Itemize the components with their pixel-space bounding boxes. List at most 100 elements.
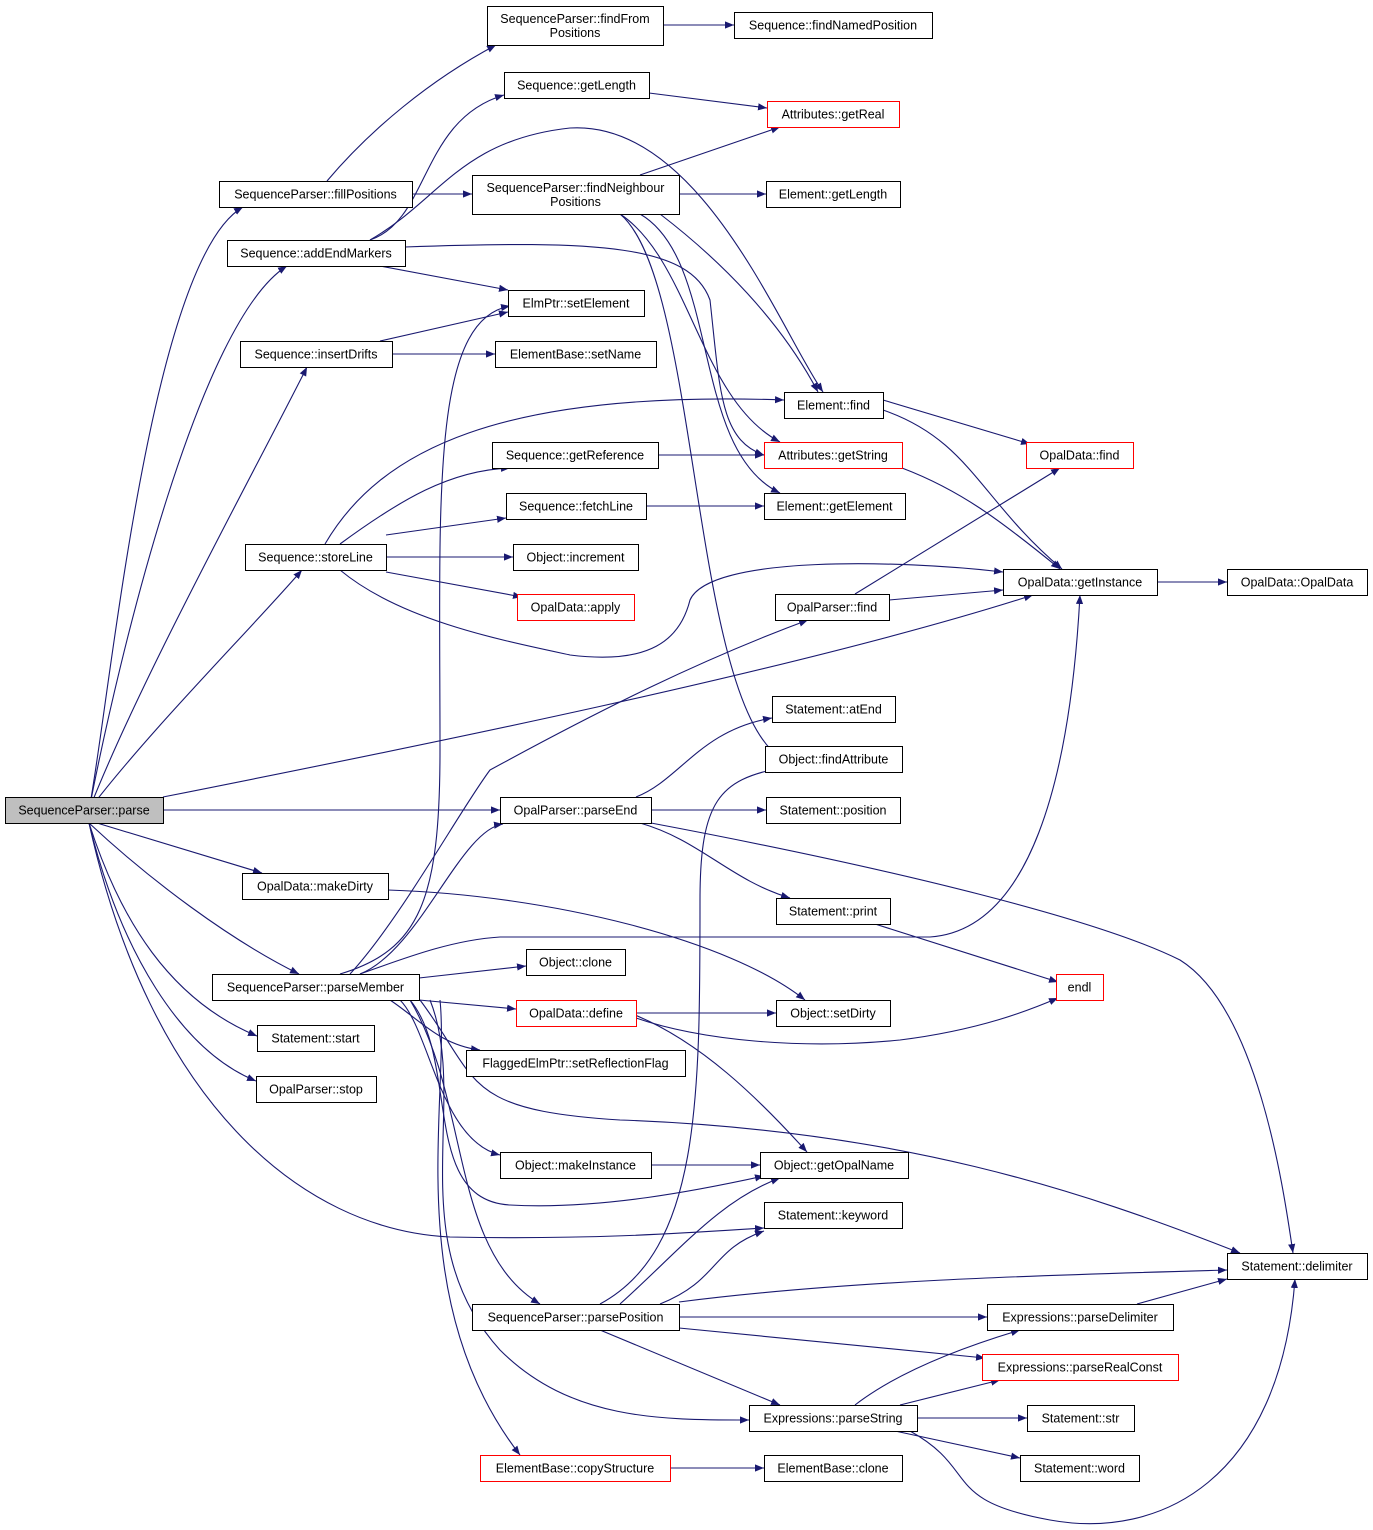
node-setElement[interactable]: ElmPtr::setElement (508, 290, 645, 317)
node-parseMember[interactable]: SequenceParser::parseMember (212, 974, 420, 1001)
node-endl[interactable]: endl (1056, 974, 1104, 1001)
node-label: OpalData::OpalData (1241, 576, 1354, 590)
node-parserFind[interactable]: OpalParser::find (775, 594, 890, 621)
node-root[interactable]: SequenceParser::parse (5, 797, 164, 824)
node-findAttribute[interactable]: Object::findAttribute (765, 746, 903, 773)
node-box (500, 797, 652, 824)
node-delimiter[interactable]: Statement::delimiter (1227, 1253, 1368, 1280)
node-parseString[interactable]: Expressions::parseString (749, 1405, 918, 1432)
node-opalFind[interactable]: OpalData::find (1026, 442, 1134, 469)
edge-storeLine-to-getReference (339, 464, 511, 545)
node-label: ElementBase::setName (510, 348, 641, 362)
node-start[interactable]: Statement::start (257, 1025, 375, 1052)
node-label: Object::setDirty (790, 1007, 876, 1021)
node-label: OpalData::define (529, 1007, 623, 1021)
node-box (504, 72, 650, 99)
node-box (1027, 1405, 1135, 1432)
edge-parseMember-to-copyStructure (437, 999, 521, 1456)
node-box (500, 1152, 652, 1179)
node-elemGetLength[interactable]: Element::getLength (766, 181, 901, 208)
edge-root-to-parseMember (88, 822, 300, 975)
edge-parseString-to-parseDelimiter (854, 1329, 1021, 1406)
node-print[interactable]: Statement::print (776, 898, 891, 925)
edge-fillPositions-to-findFromPositions (326, 44, 497, 182)
node-str[interactable]: Statement::str (1027, 1405, 1135, 1432)
node-keyword[interactable]: Statement::keyword (764, 1202, 903, 1229)
edge-parseMember-to-getInstance (359, 594, 1084, 975)
node-apply[interactable]: OpalData::apply (517, 594, 635, 621)
edge-define-to-getOpalName (629, 1012, 808, 1153)
edge-insertDrifts-to-setElement (379, 310, 509, 342)
node-label: Attributes::getString (778, 449, 888, 463)
node-setName[interactable]: ElementBase::setName (495, 341, 657, 368)
node-setReflectionFlag[interactable]: FlaggedElmPtr::setReflectionFlag (466, 1050, 686, 1077)
node-elemFind[interactable]: Element::find (784, 392, 884, 419)
edge-root-to-makeDirty (96, 822, 263, 874)
node-seqGetLength[interactable]: Sequence::getLength (504, 72, 650, 99)
edge-parseMember-to-setElement (339, 304, 511, 975)
node-getInstance[interactable]: OpalData::getInstance (1003, 569, 1158, 596)
node-label: Object::makeInstance (515, 1159, 636, 1173)
node-parseEnd[interactable]: OpalParser::parseEnd (500, 797, 652, 824)
node-label: Object::getOpalName (774, 1159, 894, 1173)
node-label: Sequence::getLength (517, 79, 636, 93)
node-getElement[interactable]: Element::getElement (764, 493, 906, 520)
node-makeDirty[interactable]: OpalData::makeDirty (242, 873, 389, 900)
node-box (987, 1304, 1174, 1331)
node-parseDelimiter[interactable]: Expressions::parseDelimiter (987, 1304, 1174, 1331)
node-label: endl (1068, 981, 1092, 995)
node-parsePosition[interactable]: SequenceParser::parsePosition (472, 1304, 680, 1331)
node-findNamedPosition[interactable]: Sequence::findNamedPosition (734, 12, 933, 39)
node-parseRealConst[interactable]: Expressions::parseRealConst (982, 1354, 1179, 1381)
edge-parsePosition-to-keyword (659, 1230, 765, 1305)
node-storeLine[interactable]: Sequence::storeLine (245, 544, 387, 571)
node-label: Positions (550, 26, 601, 40)
node-box (764, 1455, 903, 1482)
node-insertDrifts[interactable]: Sequence::insertDrifts (240, 341, 393, 368)
node-box (480, 1455, 671, 1482)
node-box (767, 101, 900, 128)
node-copyStructure[interactable]: ElementBase::copyStructure (480, 1455, 671, 1482)
node-addEndMarkers[interactable]: Sequence::addEndMarkers (227, 240, 406, 267)
node-label: ElementBase::clone (777, 1462, 888, 1476)
node-objClone[interactable]: Object::clone (526, 949, 626, 976)
node-attrGetReal[interactable]: Attributes::getReal (767, 101, 900, 128)
node-box (506, 493, 647, 520)
node-getString[interactable]: Attributes::getString (764, 442, 903, 469)
node-getReference[interactable]: Sequence::getReference (492, 442, 659, 469)
node-increment[interactable]: Object::increment (513, 544, 639, 571)
call-nodes: SequenceParser::parse SequenceParser::fil… (5, 6, 1368, 1482)
node-position[interactable]: Statement::position (766, 797, 901, 824)
edge-findNeighbour-to-getElement (639, 213, 781, 494)
edge-storeLine-to-getInstance (339, 563, 1004, 658)
edge-addEndMarkers-to-getString (404, 243, 765, 456)
node-box (1020, 1455, 1140, 1482)
edge-parseMember-to-parseString (429, 999, 750, 1424)
node-define[interactable]: OpalData::define (516, 1000, 637, 1027)
edge-getString-to-getInstance (901, 467, 1061, 570)
node-label: Object::findAttribute (779, 753, 889, 767)
node-label: Statement::position (779, 804, 886, 818)
node-label: Statement::word (1034, 1462, 1125, 1476)
node-opalDataCtor[interactable]: OpalData::OpalData (1227, 569, 1368, 596)
node-ebClone[interactable]: ElementBase::clone (764, 1455, 903, 1482)
node-word[interactable]: Statement::word (1020, 1455, 1140, 1482)
node-atEnd[interactable]: Statement::atEnd (772, 696, 896, 723)
node-label: Element::getLength (779, 188, 887, 202)
node-fillPositions[interactable]: SequenceParser::fillPositions (219, 181, 413, 208)
edge-parseEnd-to-delimiter (650, 822, 1296, 1254)
node-label: SequenceParser::findNeighbour (487, 181, 665, 195)
node-getOpalName[interactable]: Object::getOpalName (760, 1152, 909, 1179)
node-stop[interactable]: OpalParser::stop (256, 1076, 377, 1103)
node-fetchLine[interactable]: Sequence::fetchLine (506, 493, 647, 520)
node-box (516, 1000, 637, 1027)
edge-parsePosition-to-getOpalName (619, 1177, 781, 1305)
node-label: Sequence::fetchLine (519, 500, 633, 514)
edge-parseMember-to-getOpalName (409, 999, 765, 1207)
node-setDirty[interactable]: Object::setDirty (776, 1000, 891, 1027)
node-makeInstance[interactable]: Object::makeInstance (500, 1152, 652, 1179)
edge-findNeighbour-to-findAttribute (619, 213, 783, 760)
